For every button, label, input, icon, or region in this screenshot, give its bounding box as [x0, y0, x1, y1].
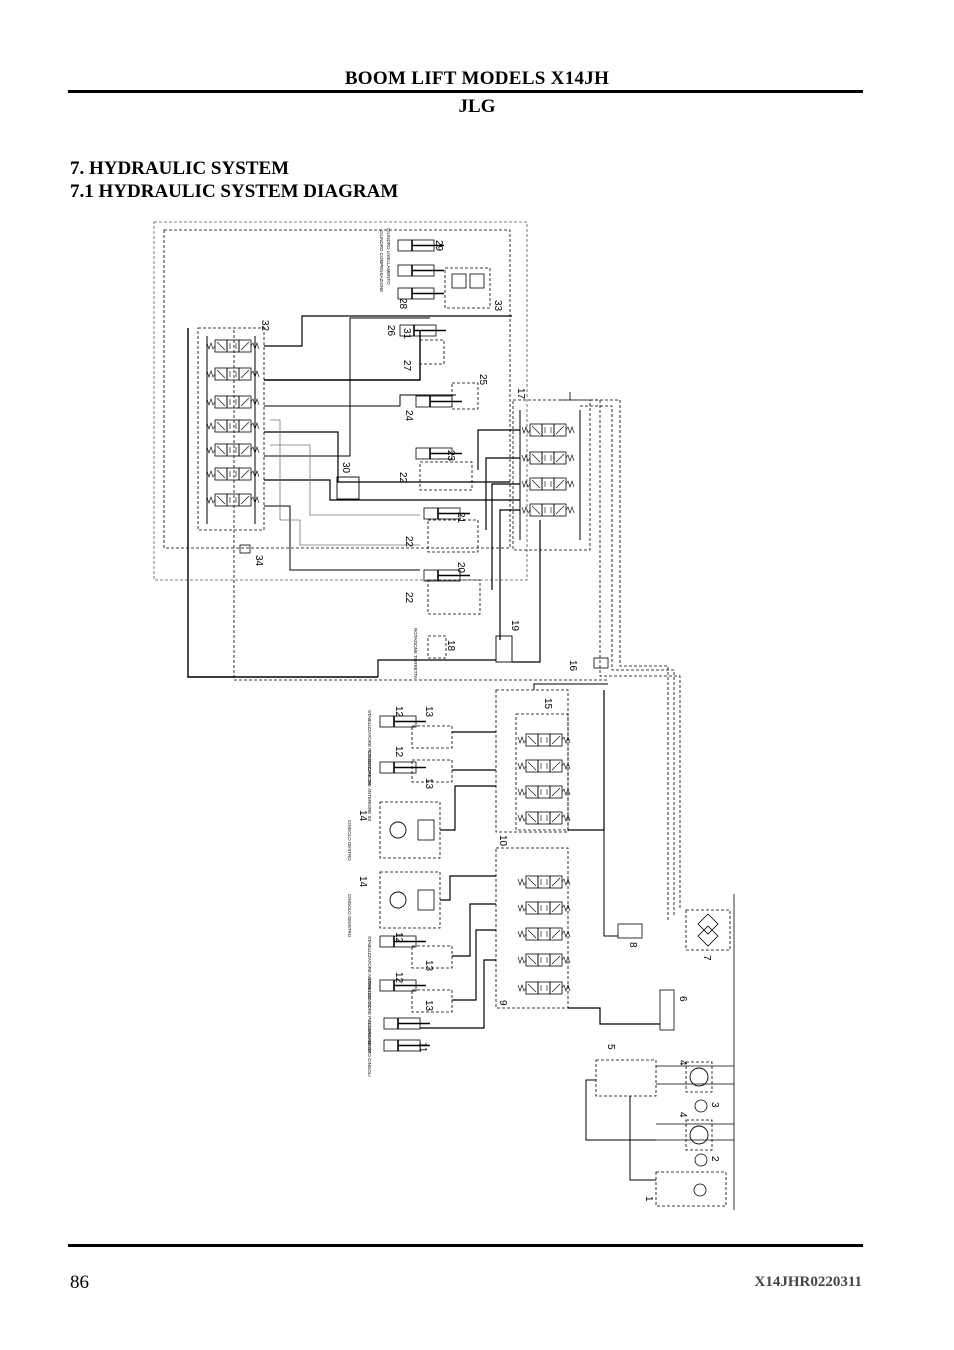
svg-text:29: 29: [433, 240, 444, 252]
svg-text:STABILIZZATORE ANTERIORE SX: STABILIZZATORE ANTERIORE SX: [367, 750, 372, 822]
svg-text:19: 19: [509, 620, 520, 632]
svg-text:STABILIZZATORE POSTERIORE SX: STABILIZZATORE POSTERIORE SX: [367, 710, 372, 785]
svg-text:22: 22: [403, 592, 414, 604]
svg-text:23: 23: [445, 450, 456, 462]
svg-text:CINGOLO SINISTRO: CINGOLO SINISTRO: [347, 894, 352, 938]
svg-text:12: 12: [393, 706, 404, 718]
svg-text:18: 18: [445, 640, 456, 652]
svg-text:26: 26: [385, 325, 396, 337]
svg-text:17: 17: [515, 388, 526, 400]
svg-text:4: 4: [677, 1112, 688, 1118]
svg-text:14: 14: [357, 810, 368, 822]
svg-text:9: 9: [497, 1000, 508, 1006]
svg-text:12: 12: [393, 746, 404, 758]
header-rule: [68, 90, 863, 93]
svg-text:12: 12: [393, 932, 404, 944]
svg-text:2: 2: [709, 1156, 720, 1162]
svg-text:12: 12: [393, 972, 404, 984]
page-header-title: BOOM LIFT MODELS X14JH: [344, 68, 610, 89]
svg-text:22: 22: [403, 536, 414, 548]
svg-text:10: 10: [497, 835, 508, 847]
svg-text:8: 8: [627, 942, 638, 948]
svg-text:CILINDRO COMPENSAZIONE: CILINDRO COMPENSAZIONE: [379, 230, 384, 292]
svg-text:11: 11: [417, 1042, 428, 1053]
svg-text:30: 30: [340, 462, 351, 474]
svg-text:13: 13: [423, 1000, 434, 1012]
svg-text:5: 5: [605, 1044, 616, 1050]
svg-text:25: 25: [477, 374, 488, 386]
svg-text:34: 34: [253, 555, 264, 567]
svg-text:STABILIZZATORE ANTERIORE DX: STABILIZZATORE ANTERIORE DX: [367, 936, 372, 1008]
svg-text:16: 16: [567, 660, 578, 672]
svg-text:15: 15: [542, 698, 553, 710]
svg-text:31: 31: [401, 328, 412, 340]
svg-text:ROTAZIONE TORRETTA: ROTAZIONE TORRETTA: [413, 628, 418, 679]
svg-text:ALLARGAMENTO CINGOLI: ALLARGAMENTO CINGOLI: [367, 1020, 372, 1077]
svg-text:28: 28: [397, 298, 408, 310]
svg-text:27: 27: [401, 360, 412, 372]
svg-text:7: 7: [701, 955, 712, 961]
svg-text:13: 13: [423, 960, 434, 972]
svg-text:20: 20: [455, 562, 466, 574]
svg-text:14: 14: [357, 876, 368, 888]
section-heading: 7. HYDRAULIC SYSTEM: [70, 158, 290, 179]
svg-text:1: 1: [643, 1196, 654, 1202]
svg-text:33: 33: [492, 300, 503, 312]
svg-text:6: 6: [677, 996, 688, 1002]
page-header-subtitle: JLG: [458, 96, 496, 117]
page-number: 86: [70, 1272, 89, 1293]
svg-text:CILINDRO LIVELLAMENTO: CILINDRO LIVELLAMENTO: [386, 228, 391, 285]
svg-text:4: 4: [677, 1060, 688, 1066]
svg-text:32: 32: [259, 320, 270, 332]
svg-text:13: 13: [423, 706, 434, 718]
svg-text:STABILIZZATORE POSTERIORE DX: STABILIZZATORE POSTERIORE DX: [367, 978, 372, 1053]
svg-text:13: 13: [423, 778, 434, 790]
svg-text:24: 24: [403, 410, 414, 422]
svg-text:3: 3: [709, 1102, 720, 1108]
footer-rule: [68, 1244, 863, 1247]
svg-text:21: 21: [455, 512, 466, 524]
svg-text:CINGOLO DESTRO: CINGOLO DESTRO: [347, 820, 352, 861]
document-code: X14JHR0220311: [754, 1274, 862, 1290]
svg-text:22: 22: [397, 472, 408, 484]
section-subheading: 7.1 HYDRAULIC SYSTEM DIAGRAM: [70, 181, 399, 202]
